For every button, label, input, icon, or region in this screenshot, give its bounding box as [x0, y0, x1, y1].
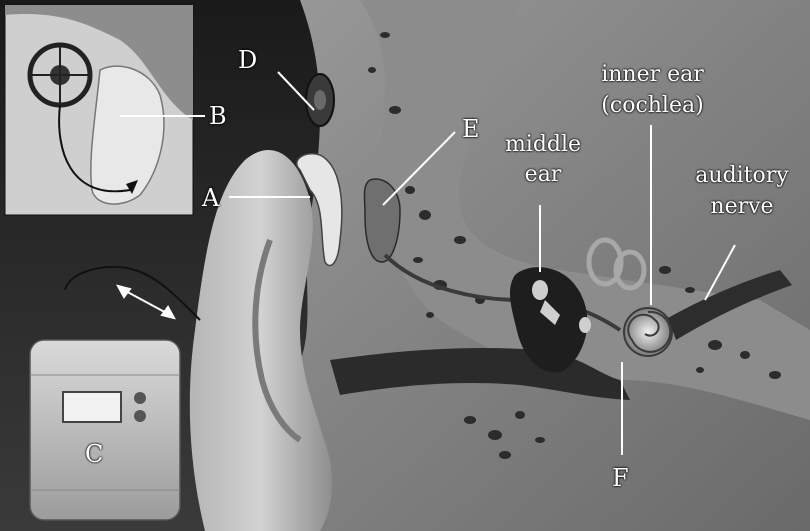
label-b: B: [209, 104, 227, 128]
label-inner-ear: inner ear (cochlea): [585, 64, 720, 117]
label-e: E: [462, 117, 480, 141]
label-d: D: [238, 48, 257, 72]
label-inner-ear-line1: inner ear: [585, 64, 720, 86]
label-inner-ear-line2: (cochlea): [585, 95, 720, 117]
label-middle-ear-line1: middle: [498, 134, 588, 156]
processor-button-top: [134, 392, 146, 404]
label-auditory-nerve-line2: nerve: [688, 196, 796, 218]
label-auditory-nerve: auditory nerve: [688, 165, 796, 218]
label-a: A: [202, 186, 219, 210]
inset-photo: [5, 5, 193, 215]
label-f: F: [612, 466, 629, 490]
label-c: C: [85, 442, 103, 466]
label-auditory-nerve-line1: auditory: [688, 165, 796, 187]
label-middle-ear-line2: ear: [498, 164, 588, 186]
processor-button-bottom: [134, 410, 146, 422]
transmitter-coil: [306, 74, 334, 126]
processor-display: [63, 392, 121, 422]
receiver-stimulator: [364, 179, 400, 262]
label-middle-ear: middle ear: [498, 134, 588, 186]
cochlea: [624, 308, 672, 356]
